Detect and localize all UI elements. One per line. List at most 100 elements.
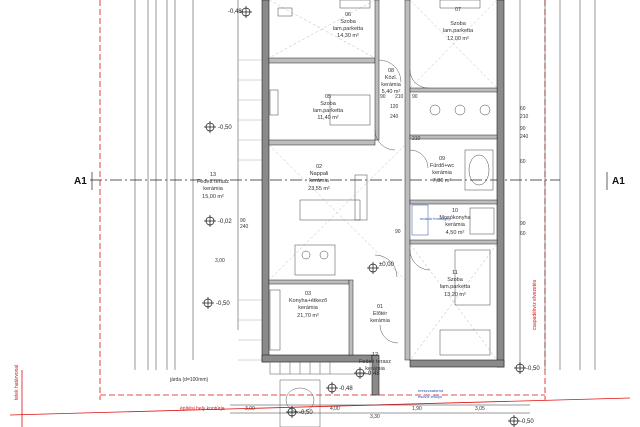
dim-210a: 210 [395, 94, 404, 100]
room-floor: kerámia [445, 222, 466, 228]
dim-90f: 90 [395, 229, 401, 235]
door-swings [374, 59, 431, 344]
section-line [90, 172, 608, 190]
room-name: Konyha+étkező [289, 298, 327, 304]
room-number: 05 [325, 94, 331, 100]
dim-90e: 90 [240, 218, 246, 224]
dim-190: 1,90 [412, 406, 422, 412]
room-11: 11 Szoba lam.parketta 13,20 m² [440, 270, 471, 298]
level-marker-l3 [202, 297, 214, 309]
left-dimension-lines [134, 0, 239, 370]
room-area: 5,40 m² [382, 89, 401, 95]
level-markers [202, 6, 526, 427]
room-name: Fedett terasz [359, 359, 391, 365]
room-name: Nappali [310, 171, 329, 177]
dim-90d: 90 [520, 221, 526, 227]
room-number: 12 [372, 352, 378, 358]
room-number: 06 [345, 12, 351, 18]
pavement-hatch [238, 59, 262, 361]
note-lot-line: telek határvonal [14, 365, 20, 400]
interior-walls [268, 0, 498, 361]
room-number: 09 [439, 156, 445, 162]
room-13: 13 Fedett terasz kerámia 15,00 m² [197, 172, 229, 200]
room-05: 05 Szoba lam.parketta 11,40 m² [313, 94, 344, 121]
room-09: 09 Fürdő+wc kerámia 7,80 m² [430, 156, 455, 184]
room-area: 15,00 m² [202, 194, 224, 200]
level-l6-text: -0,48 [339, 386, 353, 392]
level-top-text: -0,48 [228, 9, 242, 15]
room-number: 10 [452, 208, 458, 214]
room-floor: lam.parketta [333, 26, 364, 32]
room-name: Szoba [450, 21, 467, 27]
room-name: Fürdő+wc [430, 163, 455, 169]
room-number: 01 [377, 304, 383, 310]
exterior-walls [261, 0, 505, 396]
room-floor: lam.parketta [313, 108, 344, 114]
dim-90b: 90 [412, 94, 418, 100]
room-number: 13 [210, 172, 216, 178]
room-02: 02 Nappali kerámia 23,55 m² [308, 164, 330, 192]
dim-3b: 3,00 [245, 406, 255, 412]
room-number: 02 [316, 164, 322, 170]
room-area: 4,50 m² [446, 230, 465, 236]
level-marker-r2 [508, 415, 520, 427]
section-label-right: A1 [612, 176, 625, 187]
level-marker-l1 [204, 121, 216, 133]
level-l5-text: -0,50 [299, 410, 313, 416]
level-l1-text: -0,50 [218, 125, 232, 131]
note-pavement: járda (d=100mm) [169, 377, 209, 383]
dim-3a: 3,00 [215, 258, 225, 264]
right-dimension-lines [519, 0, 596, 370]
note-gutter: ereszcsatorna [418, 388, 444, 393]
room-name: Mosókonyha [439, 215, 471, 221]
note-wash: mosdó+mosógép [420, 216, 452, 221]
room-area: 21,70 m² [297, 313, 319, 319]
dim-120: 120 [390, 104, 399, 110]
dim-240c: 240 [240, 224, 249, 230]
room-03: 03 Konyha+étkező kerámia 21,70 m² [289, 291, 327, 319]
dim-210c: 210 [520, 114, 529, 120]
room-06: 06 Szoba lam.parketta 14,30 m² [333, 12, 364, 39]
room-area: 14,30 m² [337, 33, 359, 39]
room-area: 23,55 m² [308, 186, 330, 192]
level-l2-text: -0,02 [218, 219, 232, 225]
room-floor: kerámia [365, 366, 386, 372]
room-floor: kerámia [298, 305, 319, 311]
room-area: 12,00 m² [447, 36, 469, 42]
level-marker-l5 [286, 406, 298, 418]
room-07: 07 Szoba lam.parketta 12,00 m² [443, 7, 474, 42]
room-area: 11,40 m² [317, 115, 338, 121]
room-name: Fedett terasz [197, 179, 229, 185]
note-pipe: esővíz lefolyó [418, 394, 443, 399]
level-marker-r1 [514, 362, 526, 374]
room-area: 7,80 m² [433, 178, 452, 184]
room-10: 10 Mosókonyha kerámia 4,50 m² [439, 208, 471, 236]
dim-60b: 60 [520, 159, 526, 165]
room-08: 08 Közl. kerámia 5,40 m² [381, 68, 402, 95]
room-12: 12 Fedett terasz kerámia [359, 352, 391, 372]
room-name: Szoba [340, 19, 357, 25]
note-drain: csapadékvíz elvezetés [532, 279, 538, 330]
opening-dimensions: 90 210 120 240 90 210 60 210 90 240 60 9… [215, 94, 529, 420]
room-number: 11 [452, 270, 458, 276]
room-number: 03 [305, 291, 311, 297]
room-01: 01 Előtér kerámia [370, 304, 391, 324]
dim-210b: 210 [412, 136, 421, 142]
room-name: Előtér [373, 311, 388, 317]
level-r2-text: -0,50 [520, 419, 534, 425]
dim-240a: 240 [390, 114, 399, 120]
entry-steps [269, 361, 371, 427]
dim-3c: 3,30 [370, 414, 380, 420]
note-building-contour: építési hely kontúrja [180, 406, 225, 412]
room-name: Szoba [320, 101, 337, 107]
dim-305: 3,05 [475, 406, 485, 412]
room-area: 13,20 m² [444, 292, 466, 298]
level-l7-text: -0,48 [366, 371, 380, 377]
room-floor: kerámia [432, 170, 453, 176]
dim-90a: 90 [380, 94, 386, 100]
room-name: Szoba [447, 277, 464, 283]
dim-4a: 4,00 [330, 406, 340, 412]
level-l4-text: ±0,00 [379, 262, 395, 268]
furniture [269, 0, 495, 356]
